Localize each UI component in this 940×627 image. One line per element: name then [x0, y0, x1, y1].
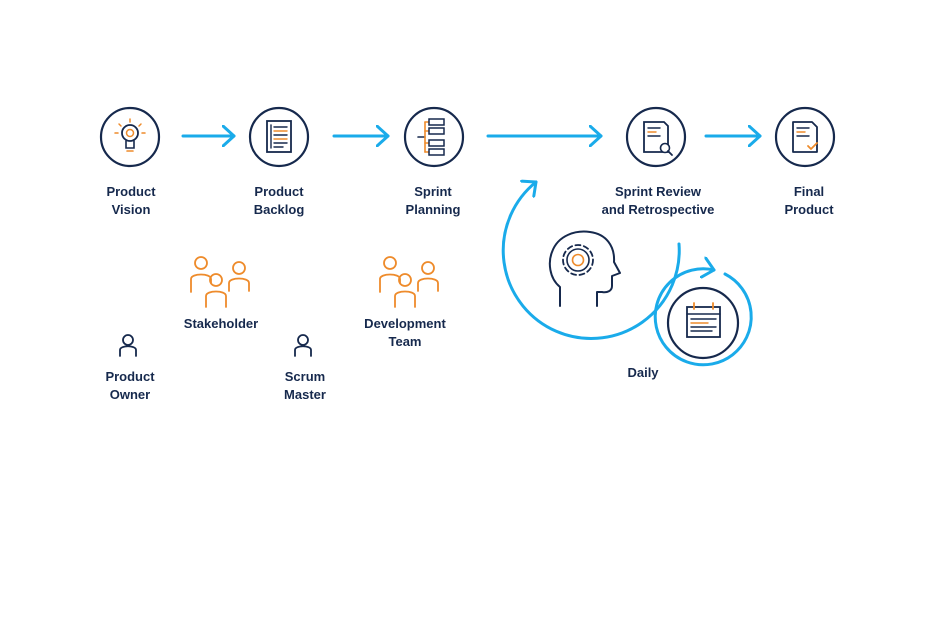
label-line: Sprint Review — [615, 184, 701, 199]
label-product-backlog: Product Backlog — [254, 183, 305, 219]
product-owner-person-icon — [119, 334, 137, 357]
task-list-icon — [417, 118, 445, 156]
document-search-icon — [643, 121, 673, 156]
development-team-group-icon — [379, 256, 439, 308]
label-scrum-master: Scrum Master — [284, 368, 326, 404]
step-product-vision — [99, 106, 161, 168]
label-stakeholder: Stakeholder — [184, 315, 258, 333]
label-sprint-planning: Sprint Planning — [406, 183, 461, 219]
lightbulb-icon — [114, 118, 146, 152]
label-line: Team — [388, 334, 422, 349]
daily-cycle — [666, 286, 740, 360]
label-line: and Retrospective — [601, 202, 715, 217]
stakeholder-group-icon — [190, 256, 250, 308]
calendar-icon — [686, 302, 721, 338]
label-line: Product — [784, 202, 834, 217]
step-product-backlog — [248, 106, 310, 168]
document-list-icon — [266, 120, 292, 153]
label-line: Product — [254, 184, 304, 199]
sprint-cycle-arrow — [501, 182, 681, 340]
daily-cycle-arrow — [653, 269, 753, 367]
label-daily: Daily — [627, 364, 658, 382]
label-line: Daily — [627, 365, 659, 380]
label-line: Master — [284, 387, 326, 402]
label-product-owner: Product Owner — [105, 368, 154, 404]
label-sprint-review: Sprint Review and Retrospective — [602, 183, 715, 219]
label-line: Vision — [111, 202, 151, 217]
step-sprint-review — [625, 106, 687, 168]
label-product-vision: Product Vision — [106, 183, 155, 219]
label-line: Scrum — [284, 369, 326, 384]
label-final-product: Final Product — [784, 183, 833, 219]
label-line: Planning — [405, 202, 461, 217]
head-gear-icon — [548, 230, 621, 307]
document-check-icon — [792, 121, 818, 153]
label-line: Development — [364, 316, 446, 331]
step-final-product — [774, 106, 836, 168]
label-development-team: Development Team — [364, 315, 446, 351]
label-line: Product — [106, 184, 156, 199]
label-line: Product — [105, 369, 155, 384]
scrum-master-person-icon — [294, 334, 312, 357]
step-sprint-planning — [403, 106, 465, 168]
label-line: Final — [793, 184, 825, 199]
label-line: Stakeholder — [183, 316, 259, 331]
label-line: Sprint — [414, 184, 452, 199]
label-line: Backlog — [253, 202, 305, 217]
label-line: Owner — [109, 387, 151, 402]
